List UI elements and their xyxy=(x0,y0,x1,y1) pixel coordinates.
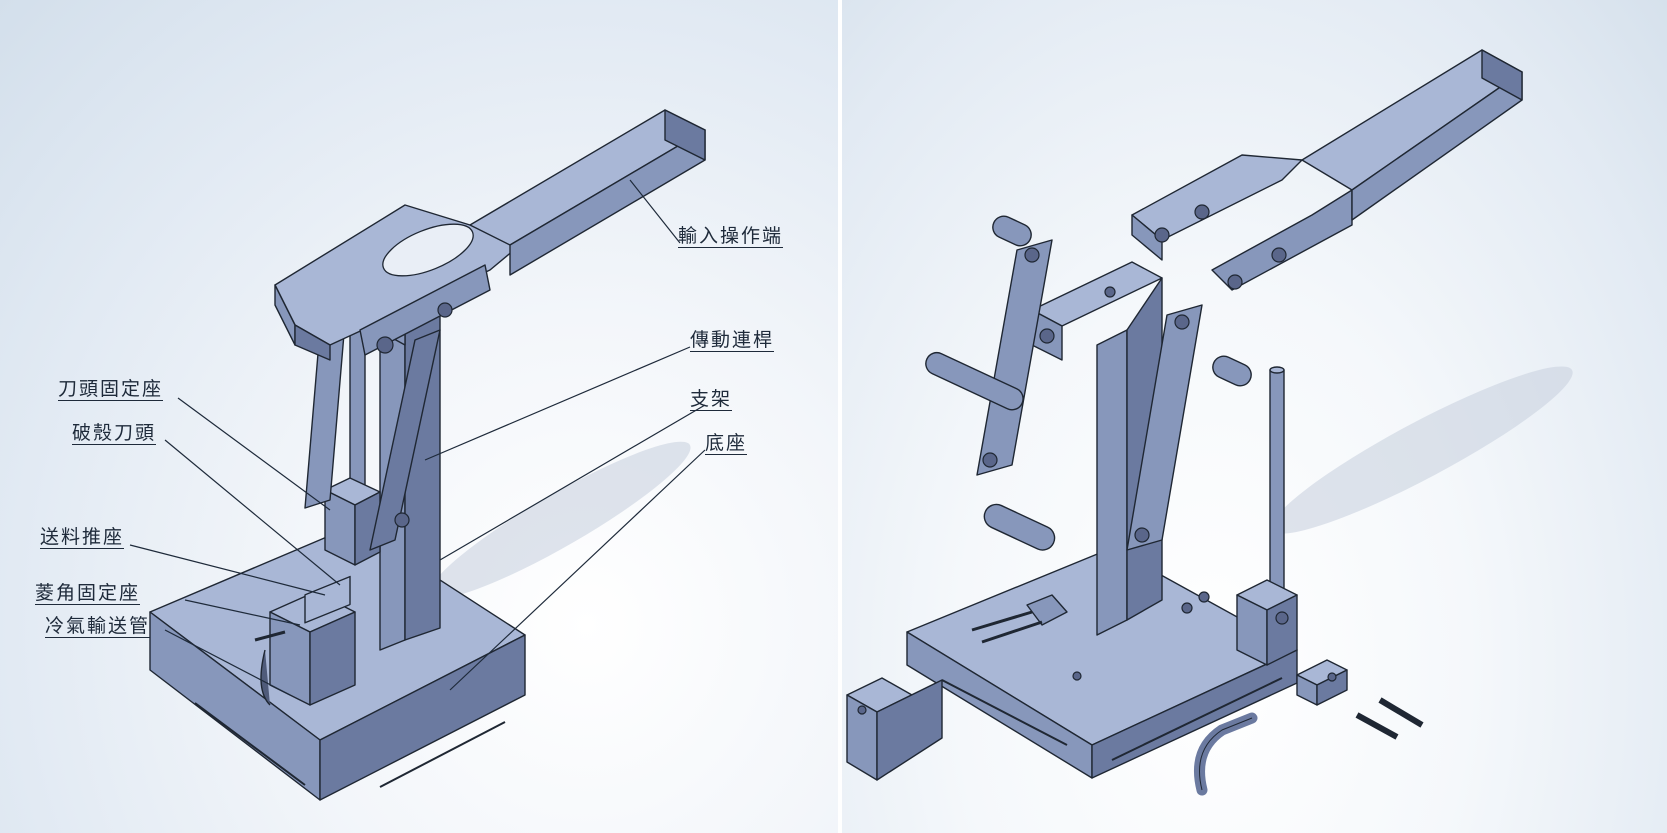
label-base: 底座 xyxy=(705,432,748,455)
assembled-model xyxy=(149,109,706,801)
assembled-view: 輸入操作端 傳動連桿 支架 底座 刀頭固定座 破殼刀頭 送料推座 菱角固定座 冷… xyxy=(0,0,838,833)
yoke xyxy=(274,204,521,361)
pins xyxy=(925,215,1252,551)
exploded-push-seat xyxy=(971,594,1068,644)
label-shell-cutter: 破殼刀頭 xyxy=(72,422,157,445)
cutter-mount-block xyxy=(324,477,381,566)
label-bracket: 支架 xyxy=(690,388,733,411)
leader-lines xyxy=(129,179,706,696)
panel-divider xyxy=(838,0,842,833)
label-transmission-link: 傳動連桿 xyxy=(690,329,775,352)
label-feed-push-seat: 送料推座 xyxy=(40,526,125,549)
label-input-handle: 輸入操作端 xyxy=(678,225,784,248)
exploded-cutter-block xyxy=(1236,579,1298,666)
exploded-yoke xyxy=(1131,49,1523,291)
label-cutter-mount: 刀頭固定座 xyxy=(58,378,164,401)
exploded-model xyxy=(846,49,1573,796)
handle-bar xyxy=(469,109,706,276)
label-cold-air-tube: 冷氣輸送管 xyxy=(45,615,151,638)
label-nut-fixture: 菱角固定座 xyxy=(35,582,141,605)
small-block xyxy=(1296,659,1348,706)
exploded-nut-fixture xyxy=(846,677,943,781)
nut-fixture-block xyxy=(254,575,356,706)
exploded-view xyxy=(842,0,1667,833)
